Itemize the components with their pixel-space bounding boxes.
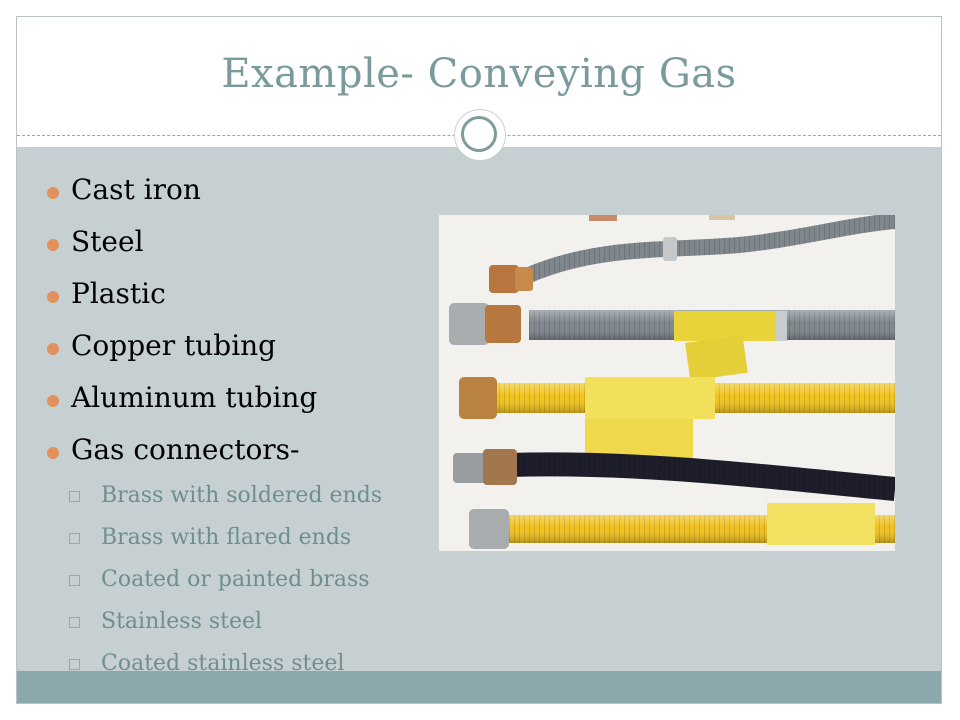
- steel-nut: [449, 303, 489, 345]
- warning-tag: [685, 334, 748, 381]
- bullet-label: Steel: [71, 225, 144, 258]
- brass-nut: [515, 267, 533, 291]
- sub-bullet-label: Brass with soldered ends: [101, 483, 383, 508]
- brass-fitting: [485, 305, 521, 343]
- bullet-dot-icon: [47, 343, 59, 355]
- hose-band: [663, 237, 677, 261]
- brass-fitting: [489, 265, 519, 293]
- bullet-label: Plastic: [71, 277, 166, 310]
- steel-fitting: [453, 453, 487, 483]
- sub-bullet-square-icon: [69, 659, 80, 670]
- slide-title: Example- Conveying Gas: [221, 51, 737, 97]
- bullet-label: Gas connectors-: [71, 433, 300, 466]
- warning-tag: [585, 377, 715, 419]
- bullet-dot-icon: [47, 395, 59, 407]
- steel-nut: [469, 509, 509, 549]
- bullet-label: Cast iron: [71, 173, 201, 206]
- warning-tag: [767, 503, 875, 545]
- sub-bullet-label: Brass with flared ends: [101, 525, 352, 550]
- warning-tag: [674, 311, 786, 341]
- footer-band: [17, 671, 941, 703]
- bullet-dot-icon: [47, 447, 59, 459]
- sub-bullet-square-icon: [69, 575, 80, 586]
- grey-hose-upper: [489, 215, 895, 293]
- sub-bullet-square-icon: [69, 533, 80, 544]
- sub-bullet-label: Stainless steel: [101, 609, 263, 634]
- sub-bullet-label: Coated or painted brass: [101, 567, 370, 592]
- hose-band: [775, 311, 787, 341]
- bullet-dot-icon: [47, 187, 59, 199]
- slide: Example- Conveying Gas Cast iron Steel P…: [16, 16, 942, 704]
- sub-bullet-square-icon: [69, 491, 80, 502]
- gas-connectors-photo: [439, 215, 895, 551]
- divider-ring-icon: [454, 109, 506, 161]
- black-hose: [453, 449, 895, 501]
- yellow-hose-lower: [469, 503, 895, 549]
- bullet-dot-icon: [47, 291, 59, 303]
- bullet-label: Copper tubing: [71, 329, 277, 362]
- bullet-dot-icon: [47, 239, 59, 251]
- grey-hose-lower: [449, 303, 895, 381]
- brass-fitting: [483, 449, 517, 485]
- bullet-label: Aluminum tubing: [71, 381, 318, 414]
- yellow-hose-upper: [459, 377, 895, 469]
- sub-bullet-square-icon: [69, 617, 80, 628]
- sub-bullet-label: Coated stainless steel: [101, 651, 345, 676]
- photo-edge-object: [589, 215, 617, 221]
- brass-fitting: [459, 377, 497, 419]
- photo-edge-object: [709, 215, 735, 220]
